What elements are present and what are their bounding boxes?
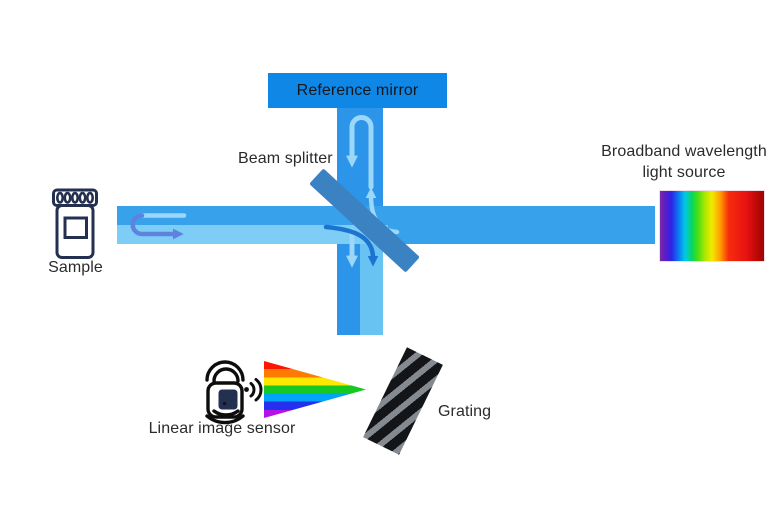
sample-vial-icon	[52, 188, 98, 259]
sample-beam-return	[117, 225, 388, 244]
spectrum-swatch	[659, 190, 765, 262]
reference-mirror: Reference mirror	[268, 73, 447, 108]
vial-cap	[52, 188, 98, 207]
sensor-bottom-inner-arc	[212, 409, 240, 417]
reference-mirror-label: Reference mirror	[296, 81, 419, 99]
dispersed-light-fan	[264, 361, 366, 418]
sensor-chip	[218, 389, 238, 410]
sensor-bottom-outer-arc	[205, 414, 245, 425]
vial-cap-ridges	[56, 191, 94, 204]
vial-label	[63, 216, 88, 239]
sensor-top-outer-arc	[205, 360, 245, 382]
sample-label: Sample	[48, 259, 103, 276]
sensor-top-inner-arc	[212, 367, 240, 383]
light-source-label: Broadband wavelength light source	[595, 141, 768, 183]
sensor-aperture-dot	[222, 401, 227, 406]
grating-bar	[363, 347, 443, 455]
signal-waves-icon	[244, 378, 263, 402]
light-source-label-line2: light source	[642, 164, 726, 181]
grating-label: Grating	[438, 403, 492, 420]
linear-image-sensor-icon	[205, 360, 263, 425]
linear-image-sensor-label: Linear image sensor	[148, 420, 296, 437]
sensor-body	[206, 381, 244, 419]
beam-splitter-label: Beam splitter	[238, 150, 333, 167]
light-source-label-line1: Broadband wavelength	[601, 143, 767, 160]
